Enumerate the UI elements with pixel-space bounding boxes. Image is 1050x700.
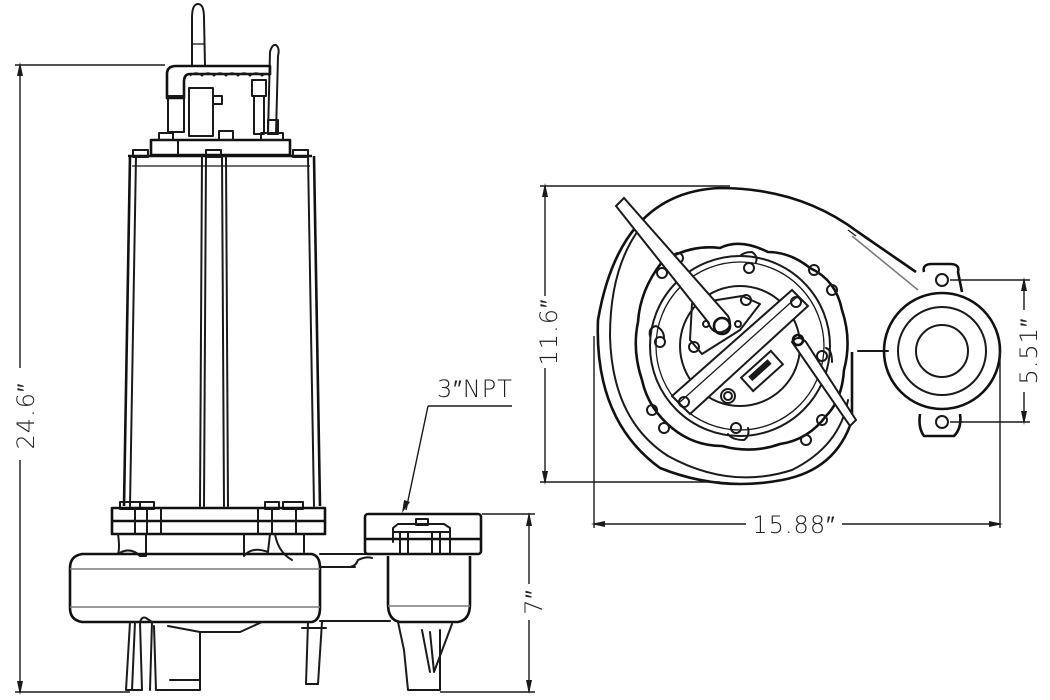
discharge-port-plan <box>857 262 1002 438</box>
plan-width-dimension: 15.88″ <box>591 336 1003 539</box>
power-cord-plan <box>614 196 742 336</box>
bolt-holes <box>646 252 838 446</box>
float-cord-plan <box>790 333 858 428</box>
power-cord-icon <box>191 3 280 135</box>
motor-flange <box>110 501 327 561</box>
side-elevation-view: 3″NPT 24.6″ 7″ <box>12 3 548 695</box>
motor-housing <box>122 149 322 507</box>
base-height-label: 7″ <box>520 589 548 615</box>
bolt-spacing-label: 5.51″ <box>1015 318 1043 385</box>
top-plan-view: 11.6″ 15.88″ 5.51″ <box>535 183 1043 539</box>
bolt-spacing-dimension: 5.51″ <box>950 277 1043 425</box>
npt-callout: 3″NPT <box>402 375 513 513</box>
overall-height-dimension: 24.6″ <box>12 62 165 695</box>
volute-outline <box>596 186 917 486</box>
plan-depth-label: 11.6″ <box>535 299 563 366</box>
motor-plan <box>634 242 849 451</box>
plan-width-label: 15.88″ <box>752 511 835 539</box>
base-height-dimension: 7″ <box>440 512 548 694</box>
npt-label: 3″NPT <box>437 375 513 403</box>
overall-height-label: 24.6″ <box>12 383 40 450</box>
lifting-handle-icon <box>165 64 272 137</box>
plan-depth-dimension: 11.6″ <box>535 183 730 485</box>
discharge-outlet <box>363 512 483 624</box>
support-feet <box>125 616 453 691</box>
volute-casing <box>68 552 391 624</box>
handle-plan <box>670 288 810 416</box>
